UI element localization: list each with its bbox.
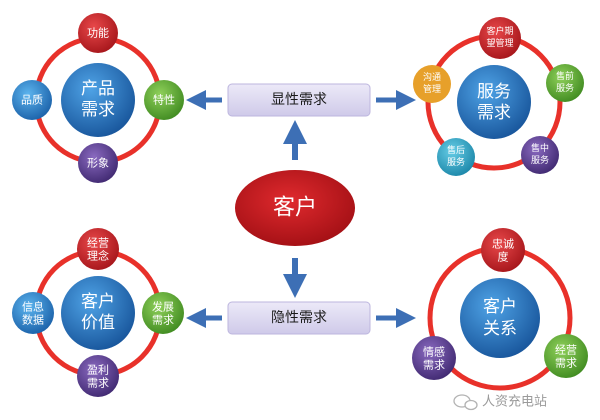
product-center — [61, 63, 135, 137]
product-needs-cluster: 产品 需求 功能 特性 形象 品质 — [12, 13, 184, 183]
relation-node-emotion — [412, 336, 456, 380]
relation-business-line2: 需求 — [555, 357, 577, 370]
relation-emotion-line2: 需求 — [423, 359, 445, 372]
service-insale-line1: 售中 — [531, 142, 549, 154]
service-communicate-line2: 管理 — [423, 83, 441, 95]
value-center — [61, 276, 135, 350]
product-image-label: 形象 — [87, 157, 109, 170]
value-node-profit — [77, 355, 119, 397]
product-center-line1: 产品 — [81, 79, 115, 99]
value-center-line2: 价值 — [81, 313, 115, 333]
service-presale-line1: 售前 — [556, 70, 574, 82]
customer-core — [235, 170, 355, 246]
explicit-needs-box — [227, 83, 371, 117]
service-node-insale — [521, 136, 559, 174]
service-aftersale-line1: 售后 — [447, 144, 465, 156]
customer-value-cluster: 客户 价值 经营 理念 发展 需求 盈利 需求 信息 数据 — [12, 228, 184, 397]
relation-node-loyalty — [481, 228, 525, 272]
relation-loyalty-line2: 度 — [498, 250, 509, 264]
relation-center-line1: 客户 — [483, 297, 517, 317]
value-node-develop — [142, 292, 184, 334]
service-insale-line2: 服务 — [531, 154, 549, 166]
wechat-icon — [453, 394, 478, 411]
product-node-trait — [144, 80, 184, 120]
service-needs-cluster: 服务 需求 客户期 望管理 售前 服务 售中 服务 售后 服务 沟通 管理 — [413, 17, 584, 176]
implicit-needs-box — [227, 301, 371, 335]
value-develop-line1: 发展 — [152, 300, 174, 314]
service-expect-line1: 客户期 — [486, 25, 513, 37]
product-center-line2: 需求 — [81, 100, 115, 120]
service-center-line2: 需求 — [477, 103, 511, 123]
product-trait-label: 特性 — [153, 93, 175, 107]
service-center-line1: 服务 — [477, 82, 511, 102]
relation-business-line1: 经营 — [555, 343, 577, 357]
service-center — [457, 65, 531, 139]
product-node-image — [78, 143, 118, 183]
relation-center — [460, 278, 540, 358]
value-node-philosophy — [77, 228, 119, 270]
product-node-function — [78, 13, 118, 53]
service-communicate-line1: 沟通 — [423, 71, 441, 83]
implicit-needs-label: 隐性需求 — [271, 310, 327, 326]
relation-loyalty-line1: 忠诚 — [492, 238, 514, 251]
relation-emotion-line1: 情感 — [423, 346, 445, 359]
value-info-line1: 信息 — [22, 300, 44, 314]
center-structure: 显性需求 隐性需求 客户 — [186, 83, 416, 335]
value-center-line1: 客户 — [81, 292, 115, 312]
value-profit-line1: 盈利 — [87, 364, 109, 377]
relation-center-line2: 关系 — [483, 319, 517, 339]
service-aftersale-line2: 服务 — [447, 156, 465, 168]
product-node-quality — [12, 80, 52, 120]
relation-node-business — [544, 334, 588, 378]
watermark-text: 人资充电站 — [482, 394, 547, 410]
value-develop-line2: 需求 — [152, 314, 174, 327]
explicit-needs-label: 显性需求 — [271, 92, 327, 108]
service-node-presale — [546, 64, 584, 102]
service-node-expectation — [479, 17, 521, 59]
customer-core-label: 客户 — [273, 196, 317, 221]
value-profit-line2: 需求 — [87, 377, 109, 390]
value-node-info — [12, 292, 54, 334]
value-info-line2: 数据 — [22, 313, 44, 327]
value-philosophy-line1: 经营 — [87, 236, 109, 250]
watermark: 人资充电站 — [453, 394, 547, 411]
service-expect-line2: 望管理 — [486, 37, 513, 49]
product-function-label: 功能 — [87, 26, 109, 40]
service-node-aftersale — [437, 138, 475, 176]
product-quality-label: 品质 — [21, 94, 43, 107]
service-presale-line2: 服务 — [556, 82, 574, 94]
value-philosophy-line2: 理念 — [87, 249, 109, 263]
service-node-communicate — [413, 65, 451, 103]
customer-relation-cluster: 客户 关系 忠诚 度 经营 需求 情感 需求 — [412, 228, 588, 391]
